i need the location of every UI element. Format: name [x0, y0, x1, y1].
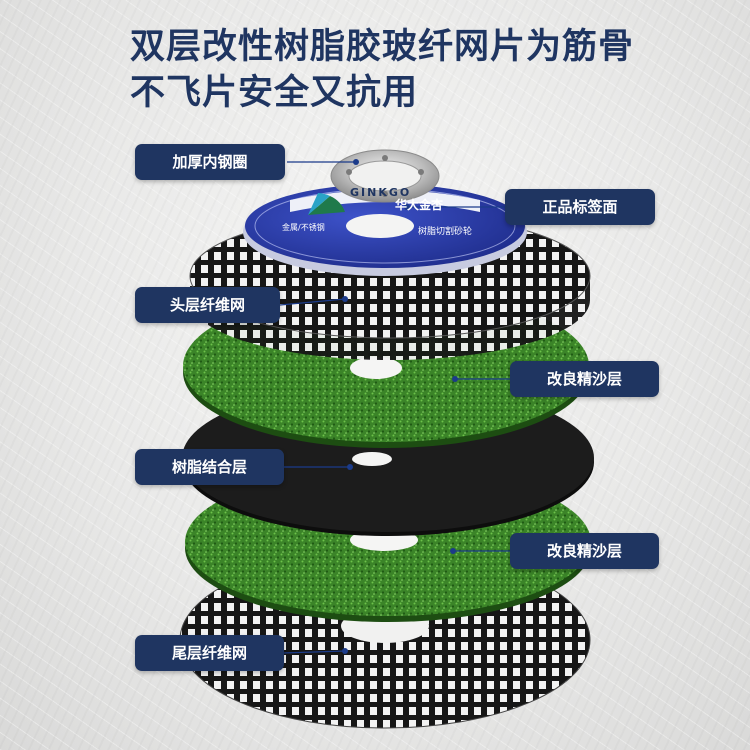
label-disc [243, 184, 527, 276]
leader-lines [279, 159, 510, 654]
disc-tag: 金属/不锈钢 [282, 223, 325, 232]
callout-resin: 树脂结合层 [135, 449, 284, 485]
disc-brand-cn: 华大金杏 [395, 198, 444, 212]
headline-line-1: 双层改性树脂胶玻纤网片为筋骨 [130, 27, 635, 67]
callout-steel-ring: 加厚内钢圈 [135, 144, 285, 180]
callout-top-mesh: 头层纤维网 [135, 287, 280, 323]
callout-label-face: 正品标签面 [505, 189, 655, 225]
callout-sand-2: 改良精沙层 [510, 533, 659, 569]
disc-product: 树脂切割砂轮 [418, 227, 473, 237]
headline: 双层改性树脂胶玻纤网片为筋骨 不飞片安全又抗用 [130, 24, 634, 116]
ginkgo-logo-icon [308, 193, 345, 215]
callout-bottom-mesh: 尾层纤维网 [135, 635, 284, 671]
callout-sand-1: 改良精沙层 [510, 361, 659, 397]
disc-brand: GINKGO [350, 186, 412, 199]
headline-line-2: 不飞片安全又抗用 [130, 73, 419, 113]
